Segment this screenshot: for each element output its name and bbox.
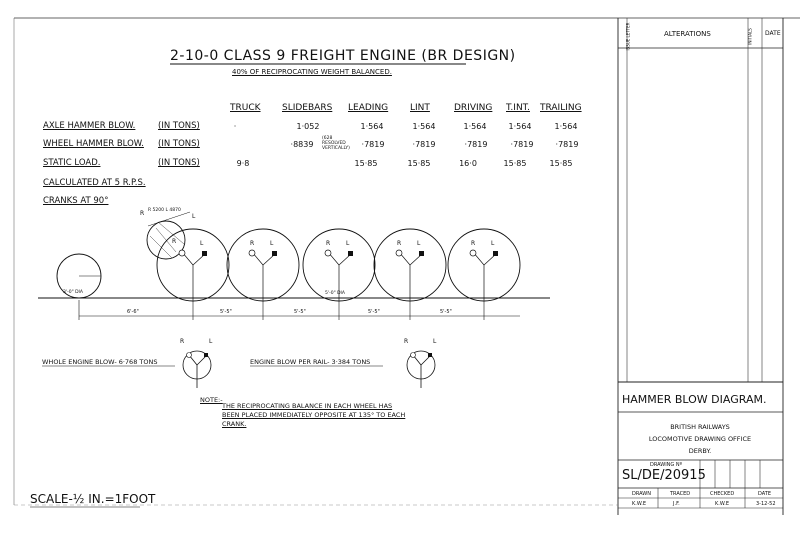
org-line: DERBY.	[688, 447, 712, 455]
wheel-label-l: L	[491, 240, 495, 247]
col-tint: T.INT.	[506, 103, 530, 113]
driver-dia: 5'-0" DIA	[325, 291, 345, 296]
note-line: THE RECIPROCATING BALANCE IN EACH WHEEL …	[222, 402, 393, 410]
wheel-label-l: L	[270, 240, 274, 247]
spacing-label: 5'-5"	[440, 309, 452, 315]
note-line: BEEN PLACED IMMEDIATELY OPPOSITE AT 135°…	[222, 411, 406, 419]
checked-by: K.W.E	[715, 501, 729, 507]
wheel-label-r: R	[172, 238, 177, 245]
drawing-subtitle: 40% OF RECIPROCATING WEIGHT BALANCED.	[232, 68, 392, 76]
wheel-label-l: L	[209, 338, 213, 345]
table-cell: 1·564	[508, 122, 532, 131]
table-cell: ·7819	[412, 140, 436, 149]
table-cell: 1·564	[463, 122, 487, 131]
spacing-label: 5'-5"	[368, 309, 380, 315]
crank-note: R 5200 L 4870	[148, 208, 181, 213]
wheel-label-l: L	[200, 240, 204, 247]
wheel-label-l: L	[192, 213, 196, 220]
wheel-label-r: R	[326, 240, 331, 247]
row-static-unit: (IN TONS)	[158, 158, 200, 168]
drawn-by: K.W.E	[632, 501, 646, 507]
wheel-label-r: R	[140, 210, 145, 217]
table-cell: ·8839	[290, 140, 314, 149]
table-cell: 15·85	[503, 159, 527, 168]
col-driving: DRIVING	[454, 103, 493, 113]
table-cell: 15·85	[407, 159, 431, 168]
col-slidebars: SLIDEBARS	[282, 103, 333, 113]
cranks-note: CRANKS AT 90°	[43, 196, 109, 206]
spacing-label: 5'-5"	[294, 309, 306, 315]
scale-label: SCALE-½ IN.=1FOOT	[30, 492, 156, 506]
truck-dia: 3'-0" DIA	[63, 290, 83, 295]
alterations-heading: ALTERATIONS	[664, 30, 711, 38]
drawing-date: 3-12-52	[756, 501, 776, 507]
col-trailing: TRAILING	[540, 103, 582, 113]
table-cell: ·7819	[361, 140, 385, 149]
table-cell: 1·564	[412, 122, 436, 131]
spacing-label: 5'-5"	[220, 309, 232, 315]
traced-by: J.F.	[673, 501, 680, 507]
table-cell: 1·564	[360, 122, 384, 131]
hammer-blow-diagram-title: HAMMER BLOW DIAGRAM.	[622, 393, 767, 406]
traced-heading: TRACED	[670, 491, 691, 497]
drawing-no-label: DRAWING Nº	[650, 462, 682, 468]
engine-blow-per-rail: ENGINE BLOW PER RAIL- 3·384 TONS	[250, 358, 371, 366]
calc-note: CALCULATED AT 5 R.P.S.	[43, 178, 146, 188]
table-cell: 9·8	[236, 159, 250, 168]
table-cell: ·7819	[464, 140, 488, 149]
table-cell: ·	[233, 122, 237, 131]
wheel-label-r: R	[180, 338, 185, 345]
wheel-label-r: R	[397, 240, 402, 247]
table-cell: 15·85	[549, 159, 573, 168]
spacing-label: 6'-6"	[127, 309, 139, 315]
note-line: CRANK.	[222, 420, 247, 428]
table-cell: 16·0	[459, 159, 477, 168]
row-wheel-unit: (IN TONS)	[158, 139, 200, 149]
wheel-label-l: L	[417, 240, 421, 247]
org-line: LOCOMOTIVE DRAWING OFFICE	[648, 435, 752, 443]
issue-letter-heading: ISSUE LETTER	[625, 22, 631, 51]
wheel-label-r: R	[471, 240, 476, 247]
row-static-label: STATIC LOAD.	[43, 158, 101, 168]
col-leading: LEADING	[348, 103, 389, 113]
table-cell: ·7819	[510, 140, 534, 149]
wheel-label-r: R	[250, 240, 255, 247]
row-axle-label: AXLE HAMMER BLOW.	[43, 121, 136, 131]
whole-engine-blow: WHOLE ENGINE BLOW- 6·768 TONS	[42, 358, 158, 366]
initials-heading: INITIALS	[747, 28, 753, 45]
checked-heading: CHECKED	[710, 491, 735, 497]
drawing-number: SL/DE/20915	[622, 468, 706, 483]
slidebar-note: (628 RESOLVED VERTICALLY)	[322, 136, 350, 151]
drawing-title: 2-10-0 CLASS 9 FREIGHT ENGINE (BR DESIGN…	[170, 48, 516, 64]
table-cell: 1·564	[554, 122, 578, 131]
drawn-heading: DRAWN	[632, 491, 651, 497]
col-lint: LINT	[410, 103, 430, 113]
date-col-heading: DATE	[765, 30, 781, 37]
org-line: BRITISH RAILWAYS	[670, 423, 730, 431]
col-truck: TRUCK	[230, 103, 261, 113]
wheel-label-l: L	[433, 338, 437, 345]
table-cell: ·7819	[555, 140, 579, 149]
row-wheel-label: WHEEL HAMMER BLOW.	[43, 139, 144, 149]
note-label: NOTE:-	[200, 396, 223, 404]
date-heading: DATE	[758, 491, 772, 497]
table-cell: 1·052	[296, 122, 320, 131]
row-axle-unit: (IN TONS)	[158, 121, 200, 131]
wheel-label-r: R	[404, 338, 409, 345]
wheel-label-l: L	[346, 240, 350, 247]
table-cell: 15·85	[354, 159, 378, 168]
